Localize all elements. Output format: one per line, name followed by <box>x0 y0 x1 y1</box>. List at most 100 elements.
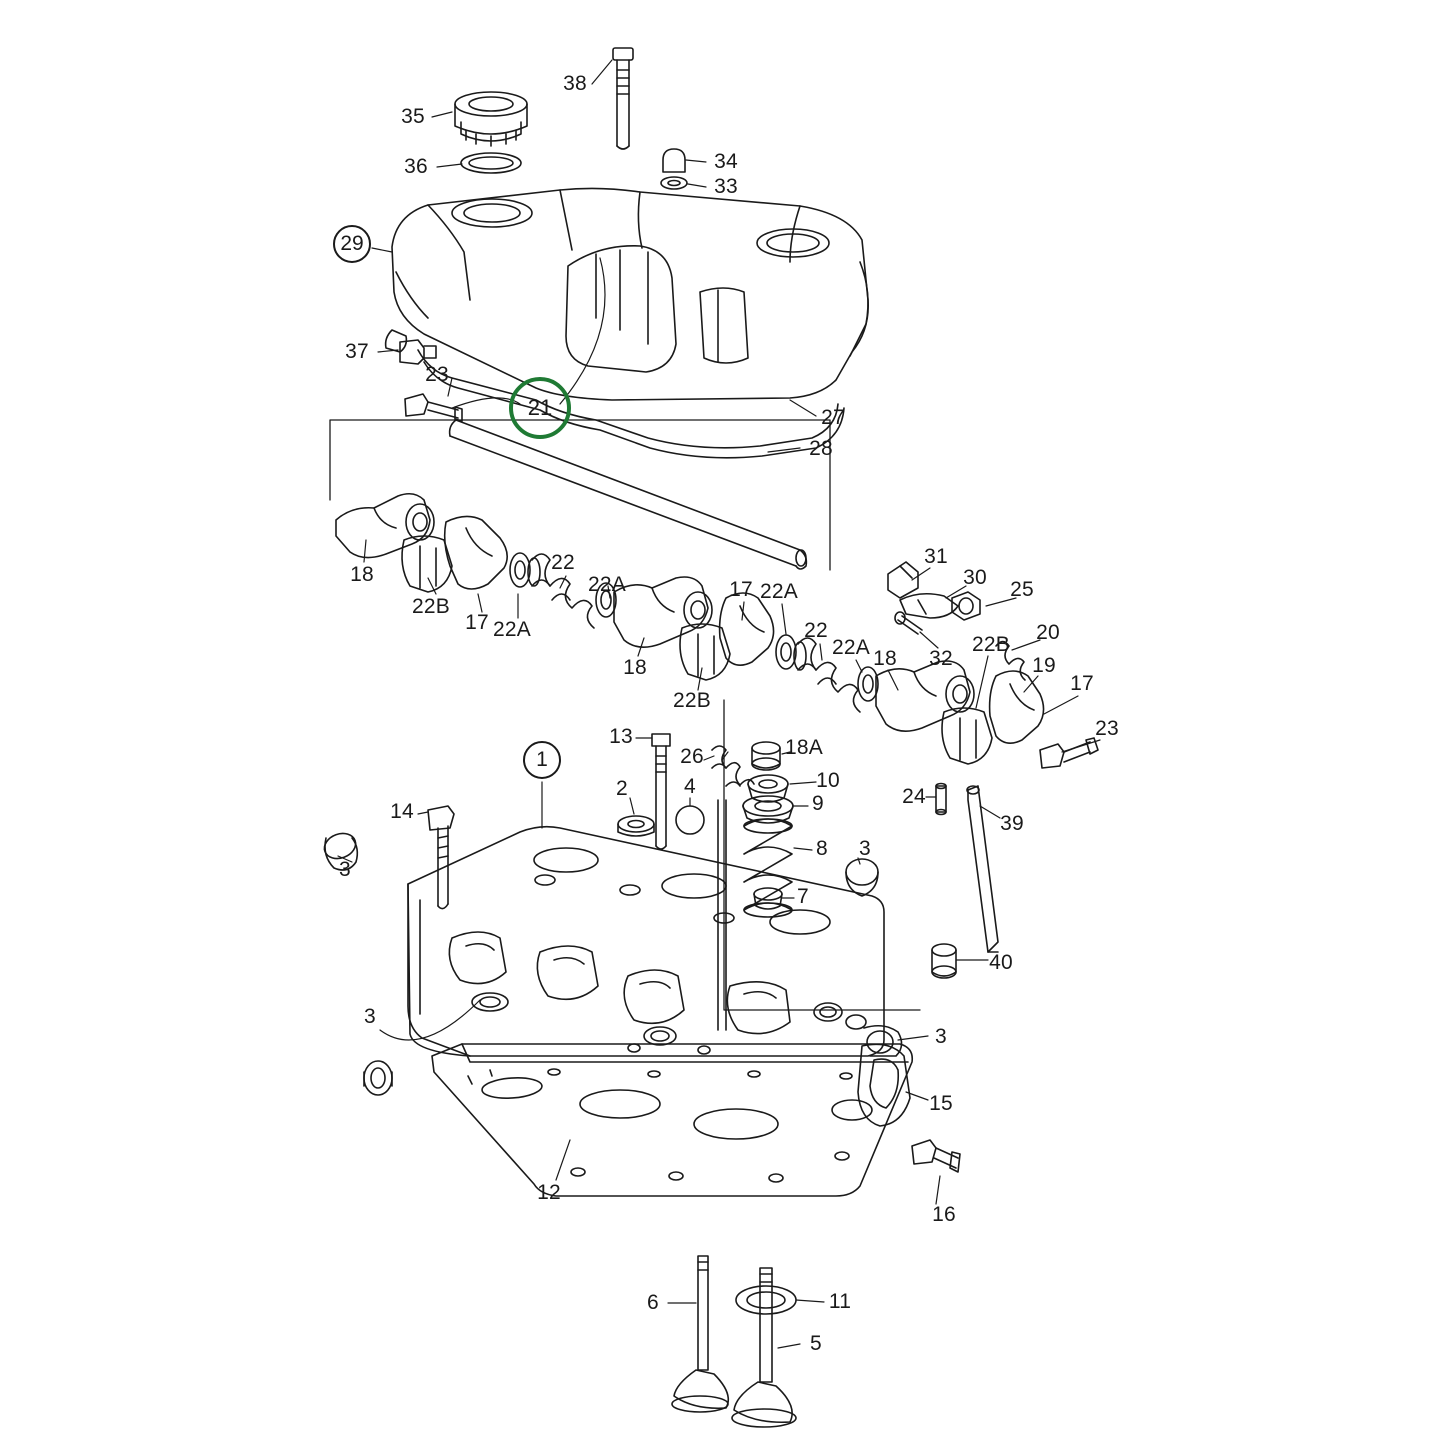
part-22B-bracket-3 <box>941 707 993 765</box>
part-label-22A-a: 22A <box>493 618 531 641</box>
part-label-22A-c: 22A <box>760 580 798 603</box>
part-4-cap <box>675 805 705 835</box>
callout-circle-29: 29 <box>333 225 371 263</box>
part-label-8: 8 <box>816 837 828 860</box>
callout-circle-1: 1 <box>523 741 561 779</box>
part-label-3-a: 3 <box>339 858 351 881</box>
leader-lines <box>337 59 1101 1349</box>
part-label-11: 11 <box>828 1290 852 1313</box>
part-21-rocker-shaft <box>448 419 808 570</box>
part-label-10: 10 <box>816 769 840 792</box>
part-label-22B-b: 22B <box>673 689 711 712</box>
part-label-26: 26 <box>680 745 704 768</box>
part-22B-bracket-2 <box>679 623 731 681</box>
part-label-13: 13 <box>609 725 633 748</box>
part-label-35: 35 <box>401 105 425 128</box>
part-label-31: 31 <box>924 545 948 568</box>
part-label-17-c: 17 <box>1070 672 1094 695</box>
part-38-bolt <box>612 47 634 150</box>
part-label-22B-c: 22B <box>972 633 1010 656</box>
part-18-rocker-arm-1 <box>335 492 435 559</box>
part-label-3-c: 3 <box>364 1005 376 1028</box>
part-label-18-c: 18 <box>873 647 897 670</box>
part-8-valve-spring <box>743 818 793 918</box>
part-label-27: 27 <box>821 406 845 429</box>
highlight-callout-21: 21 <box>509 377 571 439</box>
part-25-nut <box>951 591 981 621</box>
part-1-cylinder-head <box>407 825 903 1057</box>
part-17-rocker-arm-6 <box>988 670 1045 744</box>
part-3-plug-2 <box>845 858 879 897</box>
part-33-washer <box>660 176 688 190</box>
rocker-assembly-bracket <box>329 419 921 1011</box>
part-22A-washer-2 <box>595 582 617 618</box>
part-label-39: 39 <box>1000 812 1024 835</box>
part-12-head-gasket <box>431 1043 914 1197</box>
part-17-rocker-arm-4 <box>718 592 775 666</box>
highlight-callout-label-21: 21 <box>527 395 553 420</box>
part-label-12: 12 <box>537 1181 561 1204</box>
part-31-bracket <box>887 561 919 599</box>
part-14-bolt <box>427 805 455 910</box>
part-34-cap <box>662 148 686 173</box>
callout-label-29: 29 <box>340 232 364 255</box>
part-label-17-b: 17 <box>729 578 753 601</box>
part-18-rocker-arm-5 <box>875 660 975 732</box>
part-26-spring <box>711 745 755 1031</box>
part-label-2: 2 <box>616 777 628 800</box>
part-label-15: 15 <box>929 1092 953 1115</box>
part-label-6: 6 <box>647 1291 659 1314</box>
part-label-24: 24 <box>902 785 926 808</box>
part-3-plug-3 <box>363 1060 393 1096</box>
part-5-exhaust-valve <box>731 1267 797 1428</box>
part-label-14: 14 <box>390 800 414 823</box>
part-label-3-d: 3 <box>935 1025 947 1048</box>
part-7-seat <box>753 887 783 910</box>
part-label-22A-d: 22A <box>832 636 870 659</box>
part-label-32: 32 <box>929 647 953 670</box>
part-label-22-b: 22 <box>804 619 828 642</box>
part-40-tappet <box>931 943 957 979</box>
part-label-38: 38 <box>563 72 587 95</box>
part-32-pin <box>894 611 923 635</box>
part-label-19: 19 <box>1032 654 1056 677</box>
part-label-28: 28 <box>809 437 833 460</box>
part-22A-washer-4 <box>857 666 879 702</box>
part-15-gasket <box>857 1043 911 1127</box>
part-label-33: 33 <box>714 175 738 198</box>
part-label-3-b: 3 <box>859 837 871 860</box>
part-2-washer <box>617 815 655 837</box>
part-35-filler-cap <box>454 91 528 147</box>
part-16-bolt <box>911 1139 961 1173</box>
part-22B-bracket-1 <box>401 535 453 593</box>
part-18-rocker-arm-3 <box>613 576 713 648</box>
part-label-34: 34 <box>714 150 738 173</box>
part-24-pin <box>935 782 947 816</box>
part-label-23-right: 23 <box>1095 717 1119 740</box>
part-22A-washer-1 <box>509 552 531 588</box>
part-6-intake-valve <box>671 1255 730 1413</box>
part-22-spring-1 <box>527 553 595 629</box>
part-9-retainer <box>742 795 794 824</box>
part-22A-washer-3 <box>775 634 797 670</box>
part-17-rocker-arm-2 <box>443 515 508 590</box>
part-11-valve-seal <box>735 1285 797 1315</box>
part-37-plug <box>399 339 437 365</box>
part-label-7: 7 <box>797 885 809 908</box>
part-30-lever <box>899 592 959 619</box>
part-label-17-a: 17 <box>465 611 489 634</box>
part-label-37: 37 <box>345 340 369 363</box>
part-label-36: 36 <box>404 155 428 178</box>
part-label-40: 40 <box>989 951 1013 974</box>
part-20-spring-small <box>995 640 1026 681</box>
part-label-22A-b: 22A <box>588 573 626 596</box>
part-label-23-upper: 23 <box>425 363 449 386</box>
part-23-bolt-upper <box>404 393 463 422</box>
part-label-22B-a: 22B <box>412 595 450 618</box>
part-label-22-a: 22 <box>551 551 575 574</box>
part-3-plug-1 <box>323 832 359 871</box>
part-39-push-rod <box>966 785 999 953</box>
part-23-bolt-right <box>1039 737 1099 769</box>
